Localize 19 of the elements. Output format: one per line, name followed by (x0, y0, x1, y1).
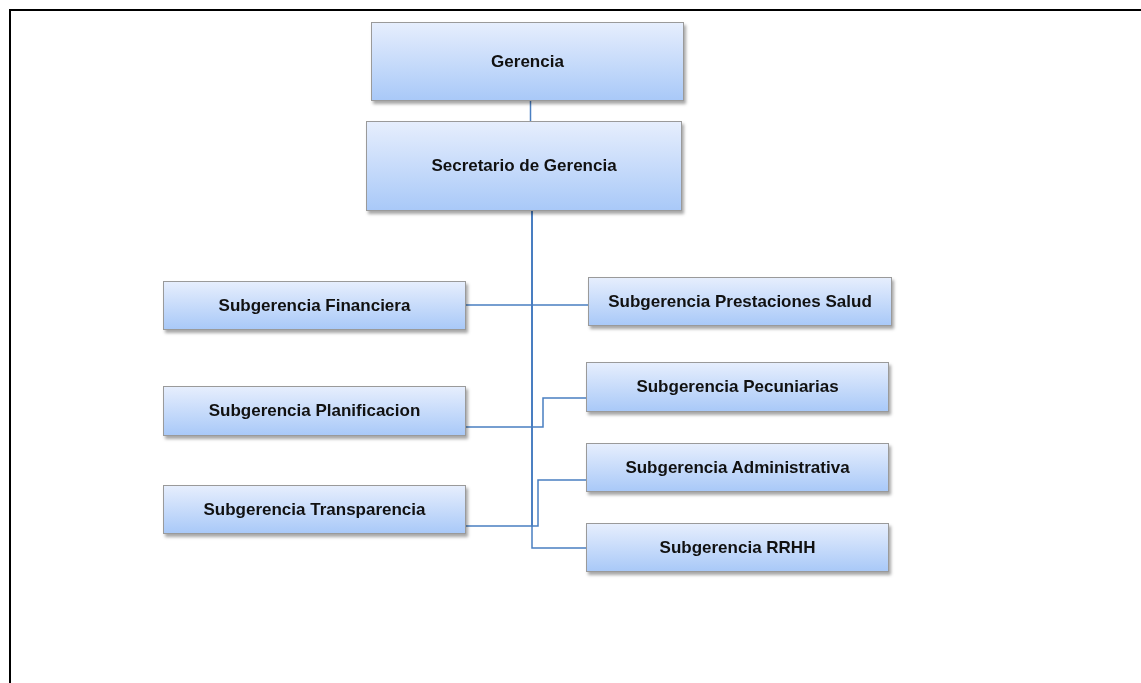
box-label: Gerencia (491, 51, 564, 72)
connector-line (529, 100, 532, 122)
org-box (163, 281, 466, 330)
org-box (366, 121, 682, 211)
org-box (371, 22, 684, 101)
box-label: Subgerencia Planificacion (208, 401, 421, 421)
org-box (586, 523, 889, 572)
box-label: Subgerencia Transparencia (203, 499, 426, 520)
org-box (163, 386, 466, 436)
org-box (588, 277, 892, 326)
box-label: Subgerencia Administrativa (625, 457, 850, 478)
org-box (163, 485, 466, 534)
box-label: Subgerencia RRHH (659, 537, 816, 558)
org-box (586, 443, 889, 492)
box-label: Secretario de Gerencia (431, 156, 617, 176)
org-box (586, 362, 889, 412)
box-label: Subgerencia Prestaciones Salud (608, 291, 872, 312)
box-label: Subgerencia Pecuniarias (636, 377, 839, 397)
box-label: Subgerencia Financiera (218, 295, 411, 316)
